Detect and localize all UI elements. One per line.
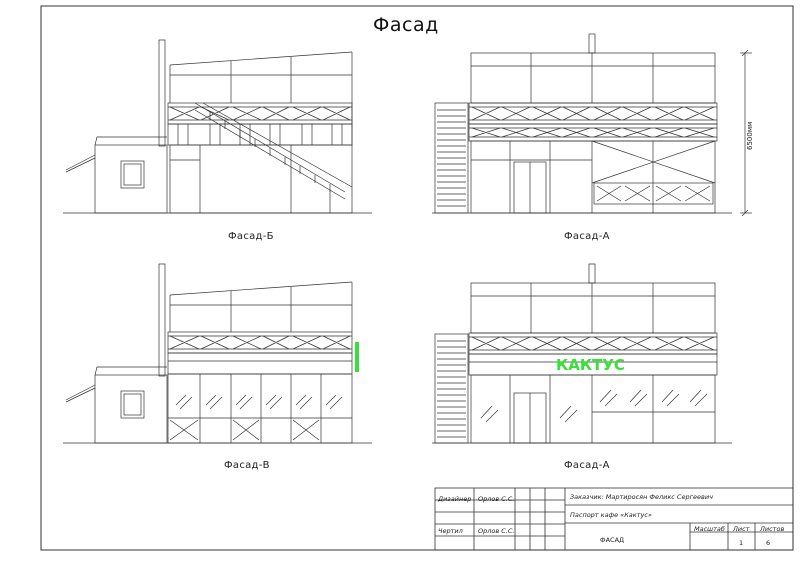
dimension-text: 6500мм bbox=[746, 122, 754, 150]
project-line: Паспорт кафе «Кактус» bbox=[570, 511, 652, 519]
designer-name: Орлов С.С. bbox=[478, 495, 515, 503]
sheet-number: 1 bbox=[739, 539, 744, 547]
cactus-sign: КАКТУС bbox=[556, 356, 625, 374]
facade-v-drawing bbox=[63, 263, 372, 444]
drafter-name: Орлов С.С. bbox=[478, 527, 515, 535]
designer-role: Дизайнер bbox=[438, 495, 472, 503]
view-label-facade-a: Фасад-А bbox=[564, 231, 610, 242]
facade-a2-drawing bbox=[432, 263, 732, 444]
title-block bbox=[434, 487, 794, 551]
sheets-label: Листов bbox=[760, 525, 785, 533]
client-line: Заказчик: Мартиросян Феликс Сергеевич bbox=[570, 493, 713, 501]
facade-a-drawing bbox=[432, 33, 752, 217]
sheet-label: Лист bbox=[733, 525, 750, 533]
facade-b-drawing bbox=[63, 39, 372, 214]
view-label-facade-v: Фасад-В bbox=[224, 460, 270, 471]
scale-label: Масштаб bbox=[694, 525, 725, 533]
sheets-total: 6 bbox=[766, 539, 771, 547]
sheet-title: Фасад bbox=[373, 14, 439, 36]
drafter-role: Чертил bbox=[438, 527, 463, 535]
sheet-name: ФАСАД bbox=[600, 536, 625, 544]
sign-marker bbox=[355, 342, 359, 372]
view-label-facade-a2: Фасад-А bbox=[564, 460, 610, 471]
sheet-frame bbox=[40, 5, 794, 551]
view-label-facade-b: Фасад-Б bbox=[228, 231, 274, 242]
